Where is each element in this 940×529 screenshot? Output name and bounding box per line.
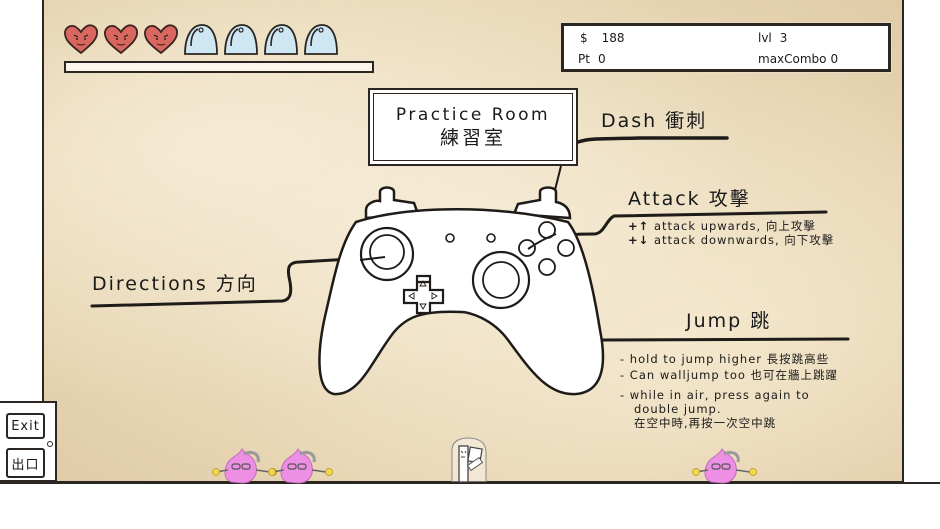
heart-full-icon — [62, 22, 100, 56]
heart-full-icon — [142, 22, 180, 56]
heart-empty-icon — [302, 22, 340, 56]
directions-label: Directions 方向 — [92, 273, 258, 295]
enemy-pink-blob-icon — [692, 448, 757, 484]
room-title-sign: Practice Room 練習室 — [368, 88, 578, 166]
exit-panel: Exit 出口 — [0, 401, 57, 482]
money-value: 188 — [601, 31, 625, 45]
level-value: 3 — [779, 31, 788, 45]
attack-up-text: attack upwards, 向上攻擊 — [653, 219, 816, 233]
plus-arrow-down-icon: +↓ — [628, 233, 650, 247]
heart-empty-icon — [182, 22, 220, 56]
lives-indicator — [62, 22, 340, 56]
max-combo-value: 0 — [830, 52, 839, 66]
points-stat: Pt 0 — [578, 52, 606, 66]
jump-label: Jump 跳 — [686, 310, 772, 332]
money-icon: $ — [580, 31, 588, 45]
exit-button-zh[interactable]: 出口 — [6, 448, 45, 478]
jump-note: - while in air, press again to — [620, 388, 810, 402]
enemy-pink-blob-icon — [268, 448, 333, 484]
points-value: 0 — [597, 52, 606, 66]
attack-up-hint: +↑ attack upwards, 向上攻擊 — [628, 219, 816, 233]
max-combo-label: maxCombo — [758, 52, 827, 66]
heart-full-icon — [102, 22, 140, 56]
ground-line — [0, 482, 940, 484]
attack-down-text: attack downwards, 向下攻擊 — [653, 233, 835, 247]
jump-note: 在空中時,再按一次空中跳 — [634, 416, 777, 430]
jump-note: - hold to jump higher 長按跳高些 — [620, 352, 830, 366]
jump-note: - Can walljump too 也可在牆上跳躍 — [620, 368, 839, 382]
heart-empty-icon — [262, 22, 300, 56]
points-label: Pt — [578, 52, 590, 66]
player-character-icon — [451, 437, 487, 483]
level-label: lvl — [758, 31, 772, 45]
room-title-zh: 練習室 — [439, 127, 506, 149]
level-stat: lvl 3 — [758, 31, 787, 45]
attack-label: Attack 攻擊 — [628, 188, 751, 210]
jump-note: double jump. — [634, 402, 722, 416]
dash-label: Dash 衝刺 — [601, 110, 708, 132]
heart-empty-icon — [222, 22, 260, 56]
exit-button-en[interactable]: Exit — [6, 413, 45, 439]
money-stat: $188 — [580, 31, 625, 45]
energy-bar — [64, 61, 374, 73]
exit-indicator-dot — [47, 441, 53, 447]
attack-down-hint: +↓ attack downwards, 向下攻擊 — [628, 233, 834, 247]
plus-arrow-up-icon: +↑ — [628, 219, 650, 233]
room-title-en: Practice Room — [395, 105, 551, 125]
